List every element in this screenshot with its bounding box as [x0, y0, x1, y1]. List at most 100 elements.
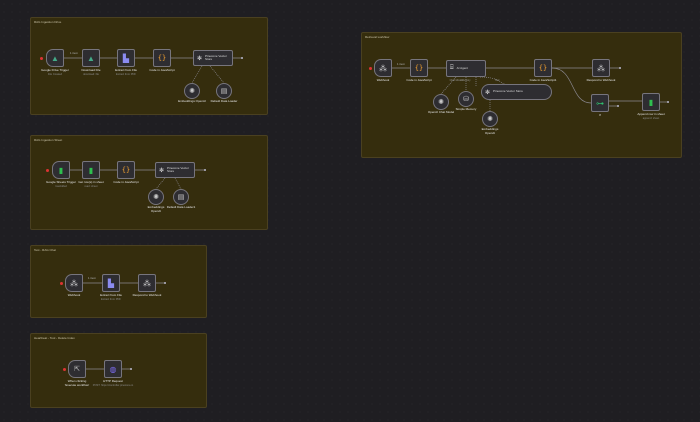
node-pinecone-vector-store[interactable]: ✻Pinecone Vector Store	[155, 162, 195, 178]
database-icon: ⛁	[463, 96, 469, 103]
webhook-icon: ⁂	[379, 63, 387, 73]
node-download-file[interactable]: ▲	[82, 49, 100, 67]
document-icon: ▤	[220, 88, 228, 95]
subnode-openai-chat-model[interactable]: ✺	[433, 94, 449, 110]
subnode-simple-memory[interactable]: ⛁	[458, 91, 474, 107]
google-sheets-icon: ▮	[88, 165, 94, 175]
connector-label-chat-model: Chat Model	[449, 79, 463, 82]
subnode-embeddings-openai[interactable]: ✺	[482, 111, 498, 127]
trigger-indicator	[369, 67, 372, 70]
google-sheets-icon: ▮	[648, 97, 654, 107]
node-label: Embeddings OpenAI	[178, 99, 206, 103]
trigger-indicator	[60, 282, 63, 285]
code-icon: {}	[414, 64, 424, 72]
webhook-icon: ⁂	[143, 278, 151, 288]
google-drive-icon: ▲	[87, 53, 95, 63]
cursor-icon: ⇱	[74, 366, 80, 373]
node-google-sheets-trigger[interactable]: ▮	[52, 161, 70, 179]
extract-icon: ▙	[107, 278, 115, 288]
node-label: Webhook	[67, 293, 81, 297]
pinecone-icon: ✻	[485, 89, 491, 96]
node-code[interactable]: {}	[117, 161, 135, 179]
node-label: Code in JavaScript1	[529, 78, 557, 82]
sticky-title: RAG Ingestion Drive	[34, 20, 62, 24]
sticky-title: Heartbeat - Tool - Delete Index	[34, 336, 75, 340]
google-drive-icon: ▲	[51, 53, 59, 63]
trigger-indicator	[40, 57, 43, 60]
subnode-default-data-loader[interactable]: ▤	[216, 83, 232, 99]
node-webhook[interactable]: ⁂	[374, 59, 392, 77]
node-label: If	[599, 113, 601, 117]
robot-icon: ⌸	[450, 65, 454, 71]
sticky-title: Test - RAG Chat	[34, 248, 56, 252]
node-code[interactable]: {}	[410, 59, 428, 77]
node-label: Default Data Loader1	[166, 205, 196, 209]
webhook-icon: ⁂	[70, 278, 78, 288]
node-label: Webhook	[376, 78, 390, 82]
node-label: Respond to Webhook	[132, 293, 162, 297]
pinecone-icon: ✻	[197, 55, 203, 62]
google-sheets-icon: ▮	[58, 165, 64, 175]
connector-label-tool: Tool	[494, 79, 500, 82]
openai-icon: ✺	[153, 194, 159, 201]
node-label: Code in JavaScript	[149, 68, 175, 72]
node-respond-to-webhook[interactable]: ⁂	[138, 274, 156, 292]
if-branch-icon: ⊶	[596, 98, 604, 108]
openai-icon: ✺	[438, 99, 444, 106]
node-http-request[interactable]: ◍	[104, 360, 122, 378]
node-get-rows[interactable]: ▮	[82, 161, 100, 179]
code-icon: {}	[538, 64, 548, 72]
code-icon: {}	[157, 54, 167, 62]
sticky-note-rag-sheet[interactable]: RAG Ingestion Sheet	[30, 135, 268, 230]
sticky-note-rag-drive[interactable]: RAG Ingestion Drive	[30, 17, 268, 115]
sticky-title: RAG Ingestion Sheet	[34, 138, 63, 142]
subnode-pinecone-vector-store[interactable]: ✻Pinecone Vector Store	[481, 84, 552, 100]
node-label: Embeddings OpenAI	[147, 205, 165, 213]
node-label: Code in JavaScript	[113, 180, 139, 184]
node-extract-from-file[interactable]: ▙	[117, 49, 135, 67]
node-label: Simple Memory	[455, 107, 477, 111]
node-code[interactable]: {}	[153, 49, 171, 67]
node-if[interactable]: ⊶	[591, 94, 609, 112]
node-label: Default Data Loader	[210, 99, 238, 103]
node-respond-to-webhook[interactable]: ⁂	[592, 59, 610, 77]
node-pinecone-vector-store[interactable]: ✻Pinecone Vector Store	[193, 50, 233, 66]
edge-item-count: 1 item	[396, 62, 406, 66]
globe-icon: ◍	[109, 364, 117, 374]
node-label: Embeddings OpenAI	[481, 127, 499, 135]
pinecone-icon: ✻	[159, 167, 165, 174]
node-label: Code in JavaScript	[406, 78, 432, 82]
node-google-drive-trigger[interactable]: ▲	[46, 49, 64, 67]
subnode-embeddings-openai[interactable]: ✺	[184, 83, 200, 99]
node-append-row[interactable]: ▮	[642, 93, 660, 111]
node-label: Respond to Webhook	[586, 78, 616, 82]
node-extract-from-file[interactable]: ▙	[102, 274, 120, 292]
node-label: OpenAI Chat Model	[427, 110, 455, 114]
subnode-embeddings-openai[interactable]: ✺	[148, 189, 164, 205]
document-icon: ▤	[177, 194, 185, 201]
node-webhook[interactable]: ⁂	[65, 274, 83, 292]
trigger-indicator	[63, 368, 66, 371]
code-icon: {}	[121, 166, 131, 174]
trigger-indicator	[46, 169, 49, 172]
sticky-title: Retrieval workflow	[365, 35, 390, 39]
node-manual-trigger[interactable]: ⇱	[68, 360, 86, 378]
subnode-default-data-loader[interactable]: ▤	[173, 189, 189, 205]
node-code-1[interactable]: {}	[534, 59, 552, 77]
edge-item-count: 1 item	[87, 276, 97, 280]
sticky-note-test-chat[interactable]: Test - RAG Chat	[30, 245, 207, 318]
node-ai-agent[interactable]: ⌸AI Agent	[446, 60, 486, 77]
extract-icon: ▙	[122, 53, 130, 63]
node-label: When clicking 'Execute workflow'	[64, 379, 90, 387]
edge-item-count: 1 item	[69, 51, 79, 55]
openai-icon: ✺	[189, 88, 195, 95]
openai-icon: ✺	[487, 116, 493, 123]
